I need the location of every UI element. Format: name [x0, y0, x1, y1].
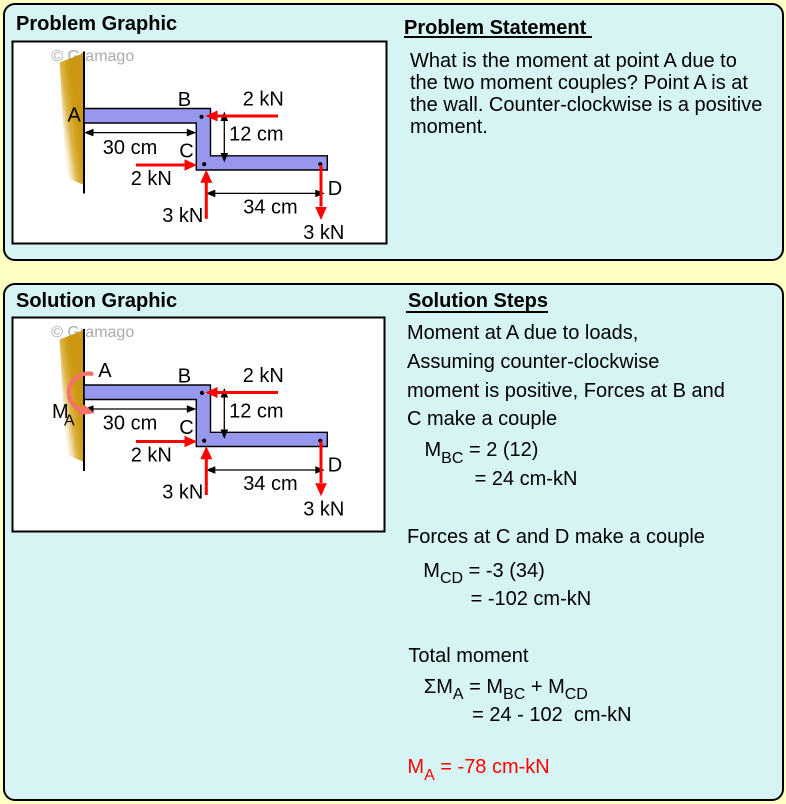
- svg-text:D: D: [328, 178, 342, 200]
- svg-text:30 cm: 30 cm: [103, 413, 157, 435]
- svg-text:3 kN: 3 kN: [162, 482, 203, 504]
- svg-text:M: M: [52, 401, 69, 423]
- svg-text:3 kN: 3 kN: [162, 205, 203, 227]
- svg-text:34 cm: 34 cm: [243, 196, 297, 218]
- svg-text:C: C: [179, 417, 193, 439]
- svg-text:30 cm: 30 cm: [103, 137, 157, 159]
- svg-text:A: A: [68, 105, 82, 127]
- svg-text:3 kN: 3 kN: [303, 222, 344, 244]
- svg-text:B: B: [178, 365, 191, 387]
- svg-text:3 kN: 3 kN: [303, 499, 344, 521]
- svg-text:34 cm: 34 cm: [243, 473, 297, 495]
- svg-text:A: A: [98, 360, 112, 382]
- svg-text:A: A: [64, 413, 75, 430]
- svg-text:2 kN: 2 kN: [243, 365, 284, 387]
- svg-text:12 cm: 12 cm: [229, 400, 283, 422]
- svg-text:2 kN: 2 kN: [131, 168, 172, 190]
- svg-text:2 kN: 2 kN: [243, 89, 284, 111]
- svg-text:12 cm: 12 cm: [229, 124, 283, 146]
- svg-text:B: B: [178, 89, 191, 111]
- svg-text:D: D: [328, 455, 342, 477]
- svg-text:2 kN: 2 kN: [131, 444, 172, 466]
- svg-text:C: C: [179, 141, 193, 163]
